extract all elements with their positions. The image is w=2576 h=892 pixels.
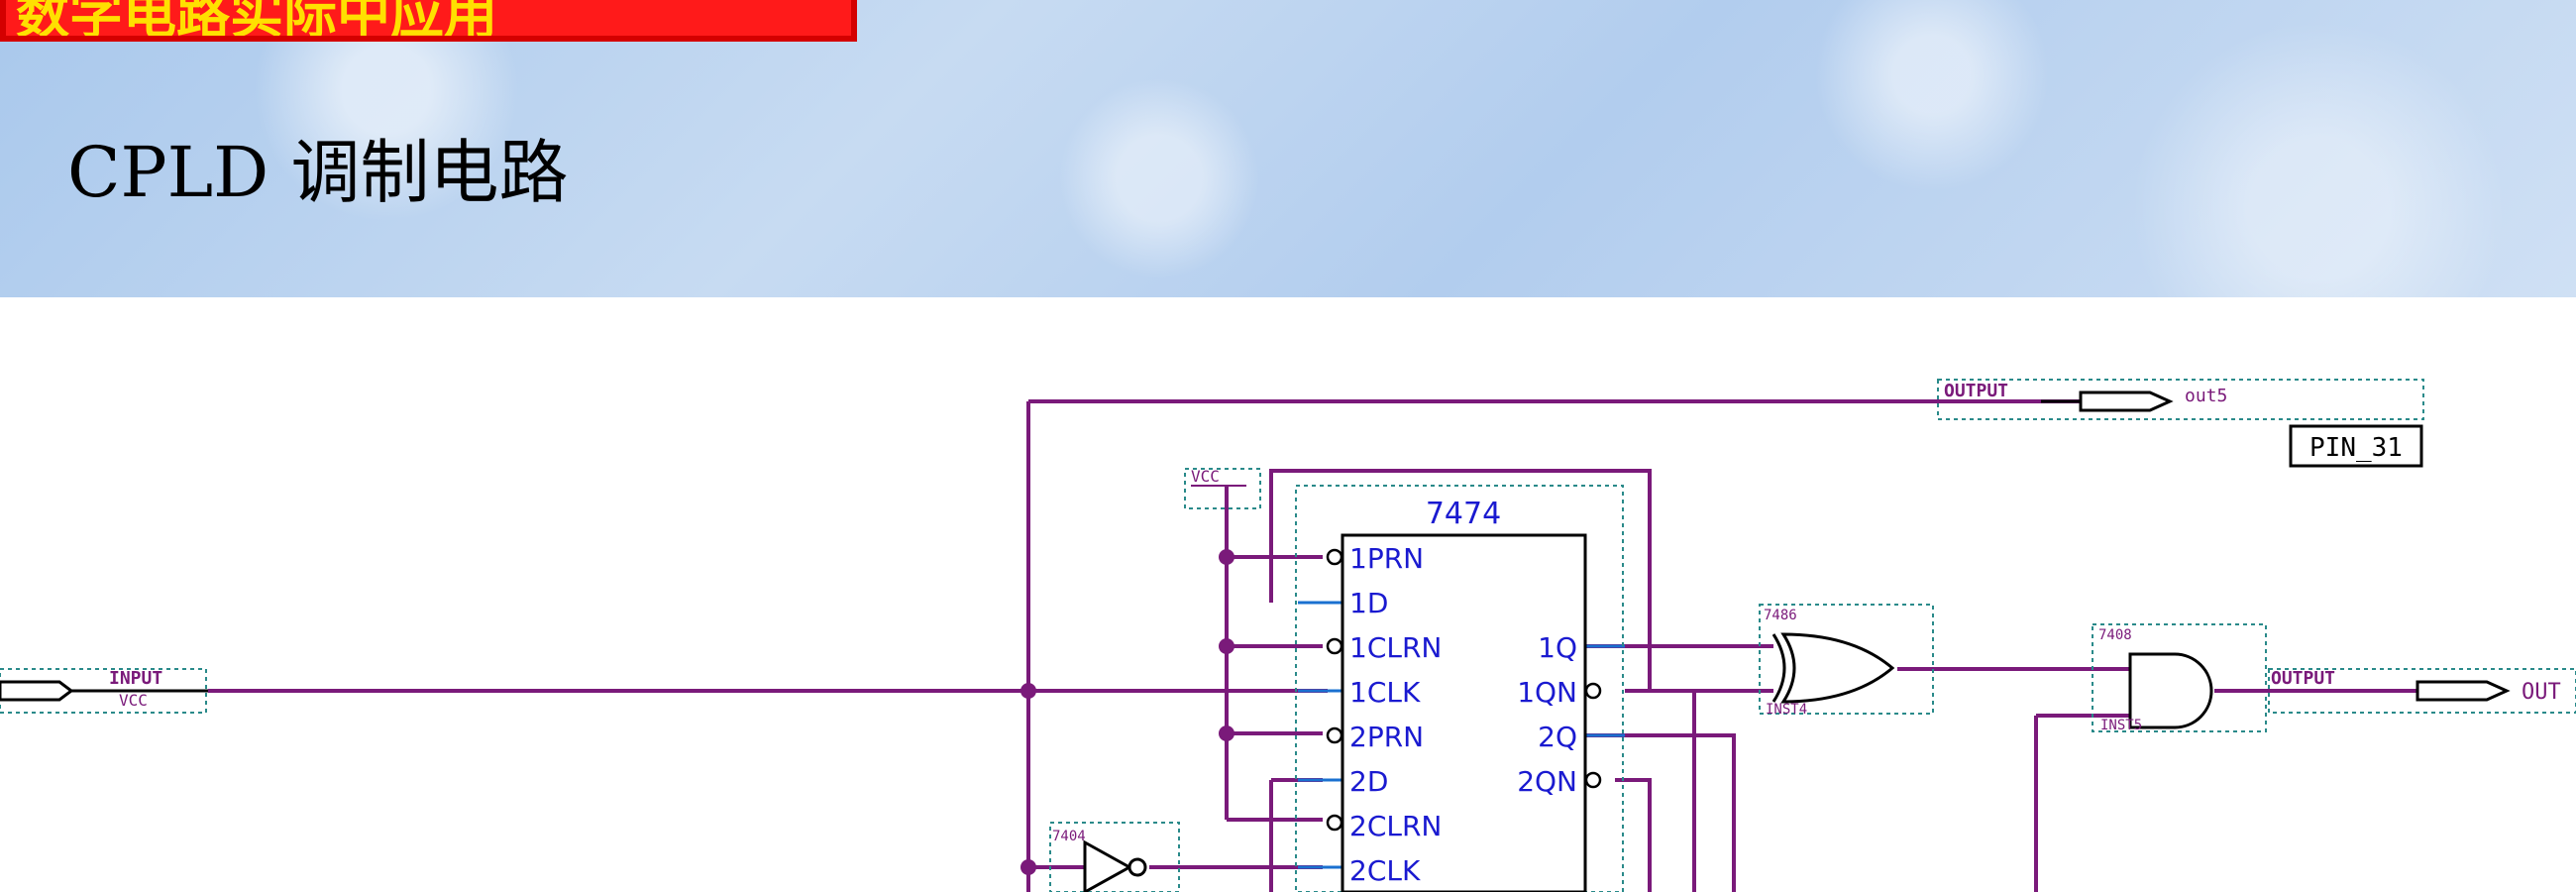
pin-label: 2Q — [1538, 721, 1577, 753]
junction-dot — [1020, 859, 1036, 875]
chip-name: 7474 — [1426, 497, 1501, 531]
vcc-label: VCC — [1191, 467, 1220, 486]
flipflop-instance-box — [1295, 485, 1624, 892]
output-right-label: OUTPUT — [2271, 668, 2335, 689]
input-pin-symbol — [0, 680, 74, 702]
pin-label: 1CLK — [1349, 676, 1421, 709]
pin-label: 2QN — [1517, 765, 1577, 798]
junction-dot — [1219, 549, 1234, 565]
output-top-pin-symbol — [2079, 390, 2174, 412]
input-label: INPUT — [109, 668, 162, 689]
xor-instance-box — [1759, 604, 1934, 715]
input-sub-label: VCC — [119, 691, 148, 710]
pin-label: 2CLRN — [1349, 810, 1442, 842]
junction-dot — [1020, 683, 1036, 699]
page-subtitle: CPLD 调制电路 — [67, 132, 569, 213]
output-right-box — [2268, 668, 2576, 714]
xor-label: 7486 — [1764, 608, 1797, 623]
junction-dot — [1219, 638, 1234, 654]
pin-assignment-label: PIN_31 — [2309, 433, 2403, 463]
inverter-label: 7404 — [1052, 829, 1086, 844]
output-top-label: OUTPUT — [1944, 381, 2008, 401]
pin-label: 1PRN — [1349, 542, 1424, 575]
pin-label: 1Q — [1538, 631, 1577, 664]
junction-dot — [1219, 725, 1234, 741]
and-instance-label: INST5 — [2100, 718, 2142, 733]
inverter-instance-box — [1049, 822, 1180, 892]
pin-label: 1D — [1349, 587, 1388, 619]
and-gate-7408 — [2128, 652, 2213, 729]
pin-label: 1QN — [1517, 676, 1577, 709]
output-top-name: out5 — [2185, 386, 2227, 406]
pin-label: 2D — [1349, 765, 1388, 798]
header-banner — [0, 0, 2576, 297]
flipflop-7474-chip — [1341, 533, 1587, 892]
vcc-box — [1184, 468, 1261, 509]
page-title: 数字电路实际中应用 — [0, 0, 857, 42]
pin-assignment-box — [2289, 424, 2423, 468]
output-top-box — [1937, 379, 2424, 420]
and-label: 7408 — [2098, 627, 2132, 643]
pin-label: 2CLK — [1349, 854, 1421, 887]
inverter-gate-7404 — [1083, 839, 1147, 892]
output-right-name: OUT — [2522, 680, 2561, 705]
pin-label: 1CLRN — [1349, 631, 1442, 664]
xor-gate-7486 — [1771, 632, 1895, 704]
pin-label: 2PRN — [1349, 721, 1424, 753]
xor-instance-label: INST4 — [1766, 702, 1807, 718]
input-box — [0, 668, 207, 714]
output-right-pin-symbol — [2415, 680, 2511, 702]
and-instance-box — [2092, 623, 2267, 732]
